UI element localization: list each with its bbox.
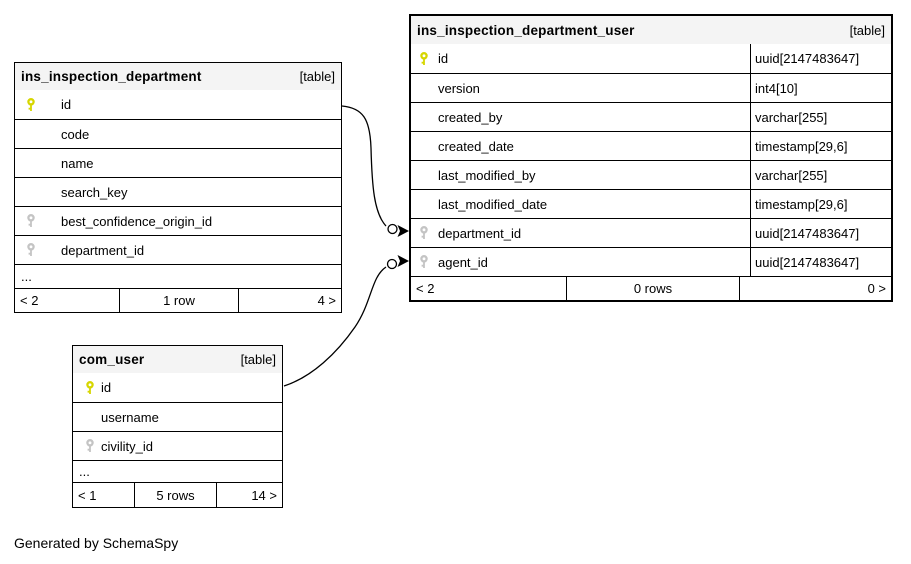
primary-key-icon <box>85 380 95 395</box>
column-name: last_modified_date <box>438 196 548 212</box>
table-tag: [table] <box>299 69 335 84</box>
primary-key-icon <box>419 51 429 66</box>
hidden-columns-ellipsis: ... <box>73 460 282 482</box>
column-name: civility_id <box>101 438 154 454</box>
arrowhead <box>397 255 409 267</box>
foreign-key-icon <box>85 439 95 453</box>
column-row-civility-id: civility_id <box>73 431 282 460</box>
column-type: timestamp[29,6] <box>750 190 891 218</box>
table-header: ins_inspection_department [table] <box>15 63 341 90</box>
footer-relations-left: < 2 <box>416 281 435 296</box>
footer-relations-right: 4 > <box>238 289 341 312</box>
column-row-agent-id: agent_id uuid[2147483647] <box>411 247 891 276</box>
connector-department-id <box>341 105 409 237</box>
column-row-name: name <box>15 148 341 177</box>
hidden-columns-ellipsis: ... <box>15 264 341 288</box>
table-com-user: com_user [table] id username civility_id… <box>72 345 283 508</box>
footer-relations-left: < 2 <box>20 293 39 308</box>
column-name: id <box>61 97 72 112</box>
column-row-id: id <box>73 373 282 402</box>
arrowhead <box>397 225 409 237</box>
column-row-username: username <box>73 402 282 431</box>
column-row-created-date: created_date timestamp[29,6] <box>411 131 891 160</box>
footer-row-count: 0 rows <box>566 277 739 300</box>
column-name: last_modified_by <box>438 167 536 183</box>
table-ins-inspection-department-user: ins_inspection_department_user [table] i… <box>409 14 893 302</box>
column-type: uuid[2147483647] <box>750 248 891 276</box>
primary-key-icon <box>26 97 36 112</box>
column-name: username <box>101 409 159 425</box>
column-type: varchar[255] <box>750 103 891 131</box>
table-ins-inspection-department: ins_inspection_department [table] id cod… <box>14 62 342 313</box>
column-row-best-confidence-origin-id: best_confidence_origin_id <box>15 206 341 235</box>
table-title[interactable]: ins_inspection_department_user <box>417 22 635 38</box>
column-name: department_id <box>61 242 145 258</box>
foreign-key-icon <box>26 243 36 257</box>
column-name: agent_id <box>438 254 488 270</box>
zero-many-circle <box>387 223 398 235</box>
zero-many-circle <box>386 258 398 270</box>
column-row-created-by: created_by varchar[255] <box>411 102 891 131</box>
column-row-last-modified-by: last_modified_by varchar[255] <box>411 160 891 189</box>
column-name: version <box>438 80 480 96</box>
table-tag: [table] <box>240 352 276 367</box>
column-row-version: version int4[10] <box>411 73 891 102</box>
column-row-code: code <box>15 119 341 148</box>
foreign-key-icon <box>419 226 429 240</box>
table-header: ins_inspection_department_user [table] <box>411 16 891 44</box>
column-name: department_id <box>438 225 522 241</box>
table-tag: [table] <box>849 22 885 38</box>
column-row-id: id uuid[2147483647] <box>411 44 891 73</box>
column-name: created_date <box>438 138 514 154</box>
column-name: best_confidence_origin_id <box>61 213 213 229</box>
footer-relations-left: < 1 <box>78 487 97 503</box>
table-footer: < 1 5 rows 14 > <box>73 482 282 507</box>
footer-row-count: 5 rows <box>134 483 216 507</box>
table-title[interactable]: ins_inspection_department <box>21 69 202 84</box>
foreign-key-icon <box>26 214 36 228</box>
column-name: code <box>61 126 90 142</box>
column-name: id <box>438 51 449 66</box>
table-footer: < 2 1 row 4 > <box>15 288 341 312</box>
column-row-department-id: department_id uuid[2147483647] <box>411 218 891 247</box>
column-name: id <box>101 380 112 395</box>
generator-note: Generated by SchemaSpy <box>14 535 179 551</box>
column-row-search-key: search_key <box>15 177 341 206</box>
column-type: timestamp[29,6] <box>750 132 891 160</box>
column-name: name <box>61 155 94 171</box>
column-row-department-id: department_id <box>15 235 341 264</box>
footer-relations-right: 14 > <box>216 483 282 507</box>
table-footer: < 2 0 rows 0 > <box>411 276 891 300</box>
table-title[interactable]: com_user <box>79 352 145 367</box>
column-row-id: id <box>15 90 341 119</box>
column-type: uuid[2147483647] <box>750 44 891 73</box>
table-header: com_user [table] <box>73 346 282 373</box>
column-type: uuid[2147483647] <box>750 219 891 247</box>
column-type: varchar[255] <box>750 161 891 189</box>
footer-relations-right: 0 > <box>739 277 891 300</box>
column-row-last-modified-date: last_modified_date timestamp[29,6] <box>411 189 891 218</box>
column-name: created_by <box>438 109 503 125</box>
column-name: search_key <box>61 184 128 200</box>
foreign-key-icon <box>419 255 429 269</box>
column-type: int4[10] <box>750 74 891 102</box>
footer-row-count: 1 row <box>119 289 238 312</box>
